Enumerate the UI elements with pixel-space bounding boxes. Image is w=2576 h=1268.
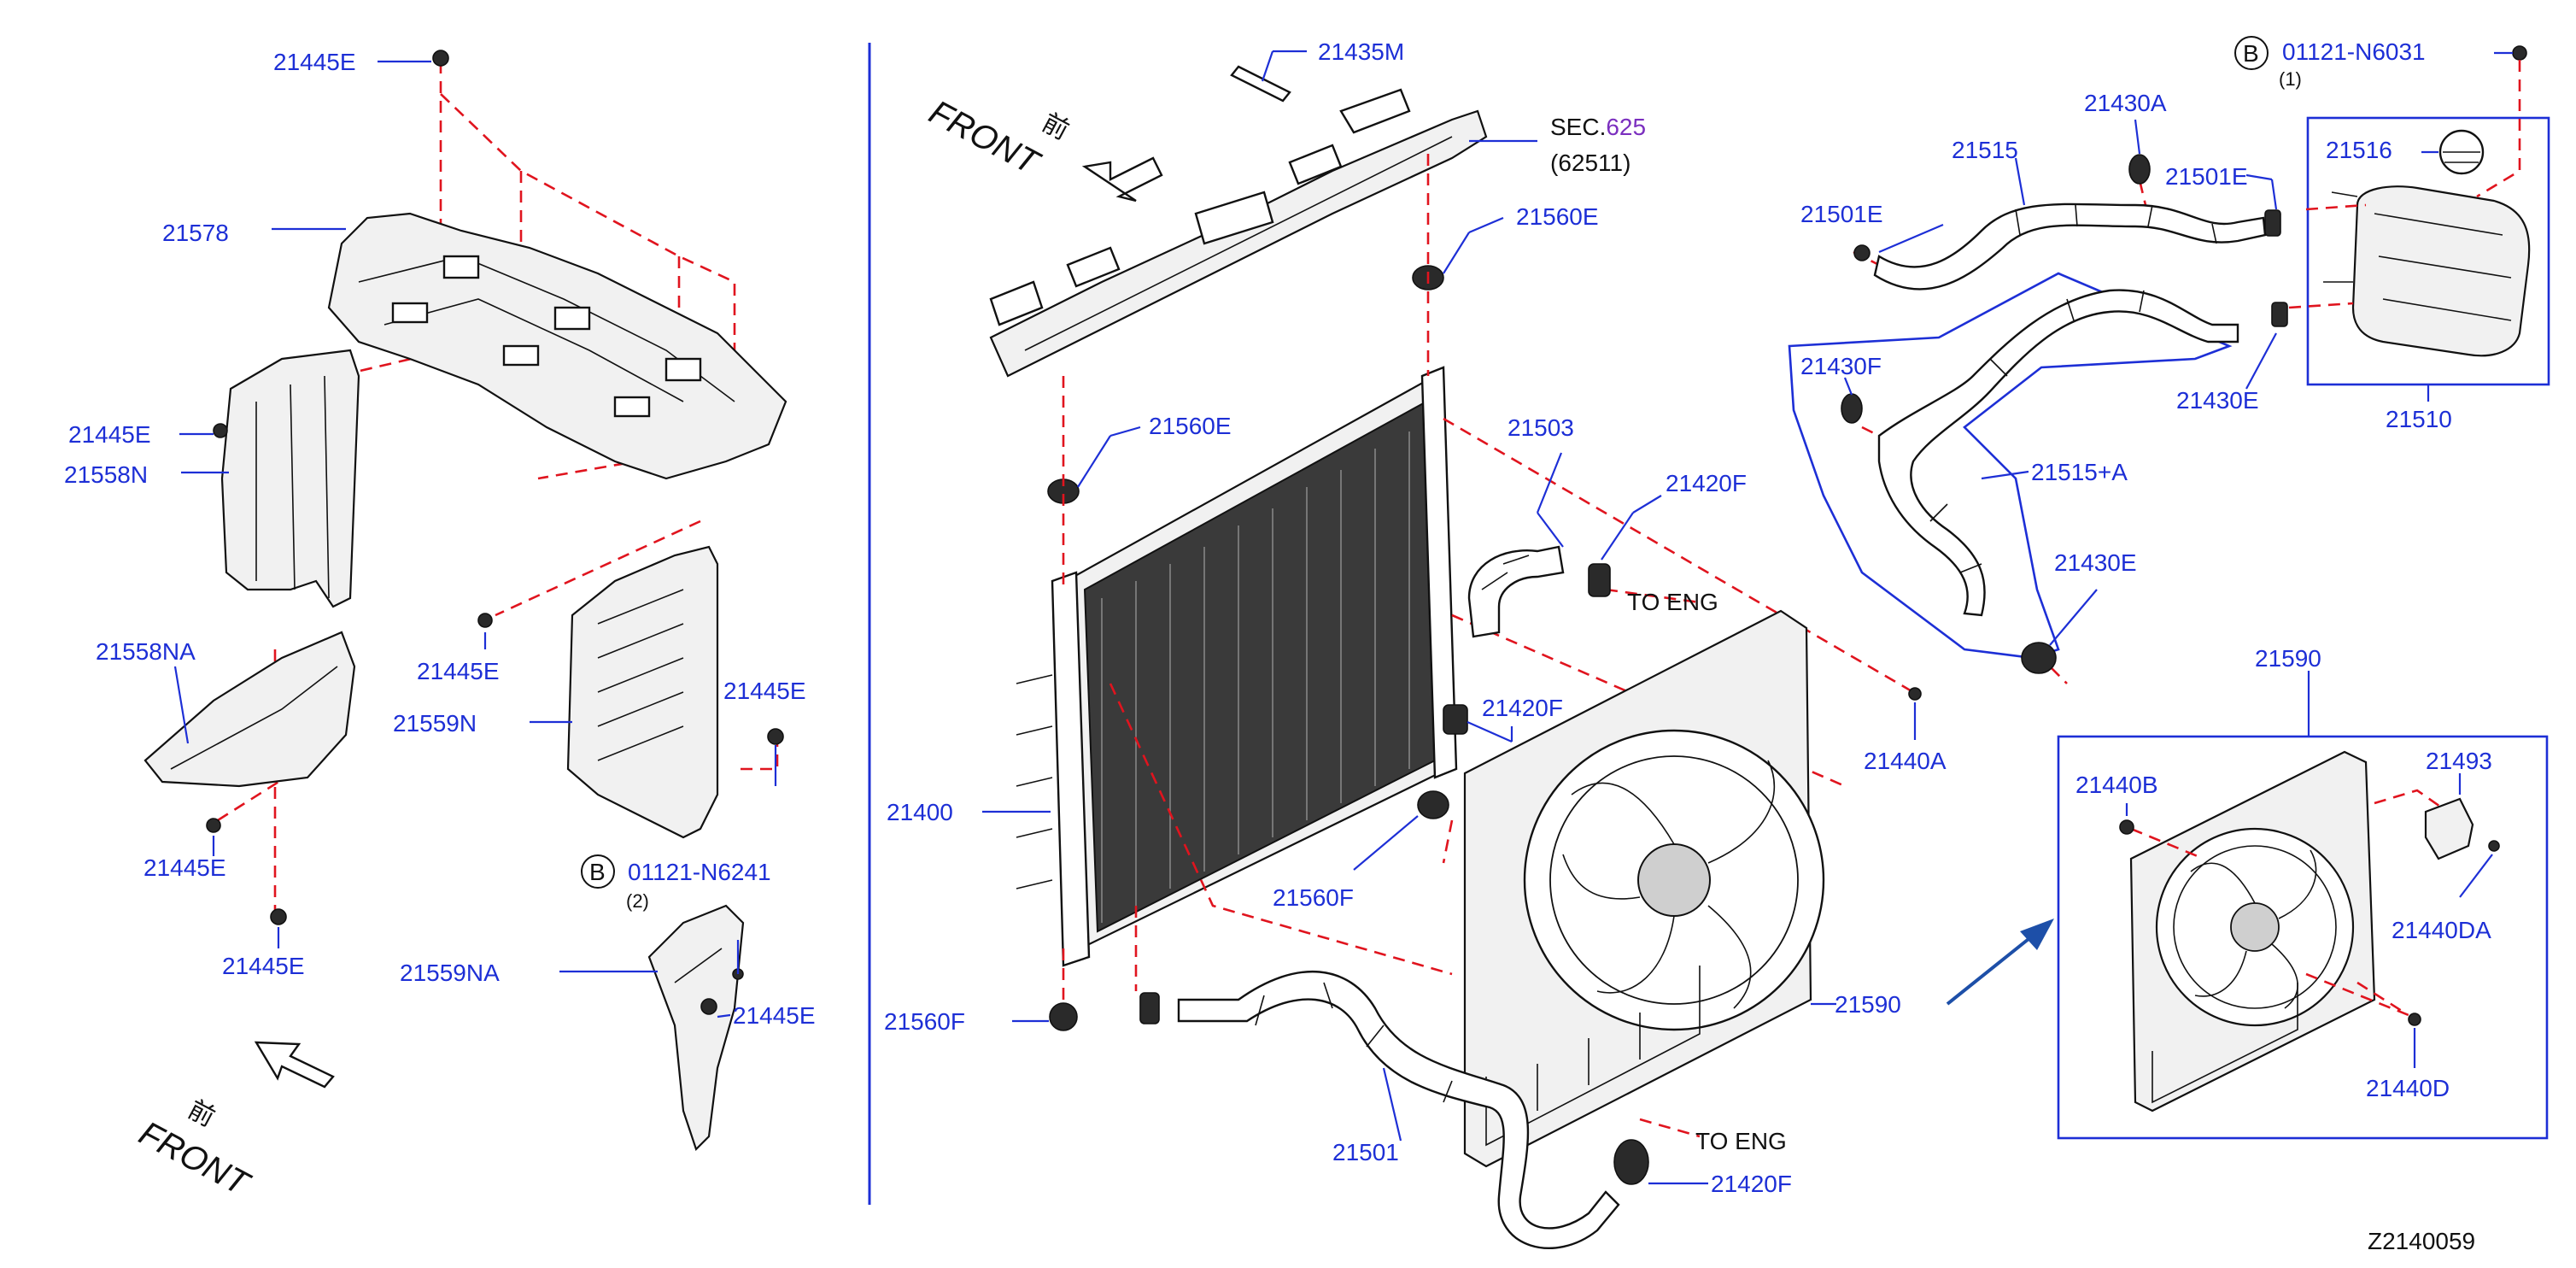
sec-ref-text: SEC.625 (1550, 114, 1646, 140)
label-21420F-c: 21420F (1711, 1171, 1792, 1197)
front-indicator-lower-left: 前 FRONT (133, 1041, 335, 1204)
label-21560F-a: 21560F (1273, 884, 1354, 911)
side-air-guide-21558N (220, 349, 360, 608)
label-21445E-g: 21445E (733, 1002, 816, 1029)
label-21430A: 21430A (2084, 90, 2167, 116)
right-leaders-upper (1843, 119, 2278, 646)
label-21558NA: 21558NA (96, 638, 196, 665)
clip-group-left (206, 50, 784, 1015)
label-21515A: 21515+A (2031, 459, 2128, 485)
left-leaders (173, 60, 777, 1019)
center-labels: 21435M 21560E 21560E 21503 21420F 21420F… (884, 38, 1947, 1197)
label-21501E-a: 21501E (2165, 163, 2248, 190)
svg-text:(2): (2) (626, 890, 649, 912)
front-kanji-upper: 前 (1037, 108, 1074, 146)
svg-text:(1): (1) (2279, 68, 2302, 90)
label-21440A: 21440A (1864, 748, 1947, 774)
svg-text:B: B (2243, 40, 2259, 67)
label-21503: 21503 (1508, 414, 1574, 441)
bolt-21440A (1908, 687, 1922, 740)
bolt-ref-lower: B 01121-N6241 (2) (581, 854, 771, 912)
radiator-21400 (982, 366, 1458, 967)
label-21445E-a: 21445E (273, 49, 356, 75)
label-21590-a: 21590 (1835, 991, 1901, 1018)
label-21501: 21501 (1332, 1139, 1399, 1165)
label-21558N: 21558N (64, 461, 148, 488)
label-21440B: 21440B (2075, 772, 2158, 798)
right-upper-labels: 21430A 21515 21501E 21516 21501E 21430F … (1800, 90, 2452, 576)
label-21420F-a: 21420F (1666, 470, 1747, 496)
label-21515: 21515 (1952, 137, 2018, 163)
label-21445E-d: 21445E (723, 678, 806, 704)
hose-21515 (1853, 154, 2281, 291)
label-21578: 21578 (162, 220, 229, 246)
label-21445E-e: 21445E (143, 854, 226, 881)
label-21430F: 21430F (1800, 353, 1882, 379)
label-21516: 21516 (2326, 137, 2392, 163)
lower-hose-21501 (1139, 970, 1620, 1249)
label-21440D: 21440D (2366, 1075, 2450, 1101)
left-labels: 21445E 21578 21445E 21558N 21558NA 21445… (64, 49, 816, 1029)
label-21445E-f: 21445E (222, 953, 305, 979)
label-21590-b: 21590 (2255, 645, 2321, 672)
diagram-id: Z2140059 (2368, 1228, 2475, 1254)
label-21430E-a: 21430E (2176, 387, 2259, 414)
front-indicator-upper: 前 FRONT (923, 93, 1163, 203)
to-eng-lower: TO ENG (1695, 1128, 1787, 1154)
label-21400: 21400 (887, 799, 953, 825)
seal-21435M (1230, 50, 1307, 103)
radiator-core-support-upper (989, 88, 1488, 378)
label-21501E-b: 21501E (1800, 201, 1883, 227)
front-kanji-lower: 前 (183, 1095, 220, 1133)
label-21420F-b: 21420F (1482, 695, 1563, 721)
sec-ref-sub: (62511) (1550, 150, 1630, 176)
label-21435M: 21435M (1318, 38, 1404, 65)
side-air-guide-21559N (566, 545, 719, 839)
svg-text:01121-N6031: 01121-N6031 (2282, 38, 2426, 65)
hose-21515A-box (1788, 272, 2288, 674)
bracket-21558NA (143, 631, 356, 788)
section-reference: SEC.625 (62511) (1469, 114, 1646, 176)
front-text-upper: FRONT (923, 93, 1047, 183)
label-21430E-b: 21430E (2054, 549, 2137, 576)
label-21445E-c: 21445E (417, 658, 500, 684)
clamps-21420F (1443, 495, 1708, 1185)
label-21445E-b: 21445E (68, 421, 151, 448)
label-21510: 21510 (2386, 406, 2452, 432)
to-engine-notes: TO ENG TO ENG (1627, 589, 1787, 1154)
upper-hose-21503 (1467, 452, 1565, 638)
label-21559N: 21559N (393, 710, 477, 737)
to-eng-upper: TO ENG (1627, 589, 1718, 615)
detail-callout-arrow (1946, 919, 2054, 1006)
svg-text:B: B (589, 859, 606, 885)
reservoir-assembly-21510 (2306, 116, 2550, 402)
fan-detail-21590: 21590 21440B 21493 21440DA 21440D (2057, 645, 2549, 1140)
label-21559NA: 21559NA (400, 960, 500, 986)
label-21560F-b: 21560F (884, 1008, 965, 1035)
bolt-ref-upper: B 01121-N6031 (1) (2234, 36, 2527, 90)
label-21493: 21493 (2426, 748, 2492, 774)
label-21560E-b: 21560E (1149, 413, 1232, 439)
bracket-21559NA (647, 904, 745, 1152)
svg-text:01121-N6241: 01121-N6241 (628, 859, 771, 885)
label-21440DA: 21440DA (2392, 917, 2491, 943)
front-text-lower: FRONT (133, 1114, 257, 1204)
label-21560E-a: 21560E (1516, 203, 1599, 230)
fan-shroud-21590 (1463, 609, 1836, 1168)
air-guide-upper-21578 (327, 212, 787, 480)
